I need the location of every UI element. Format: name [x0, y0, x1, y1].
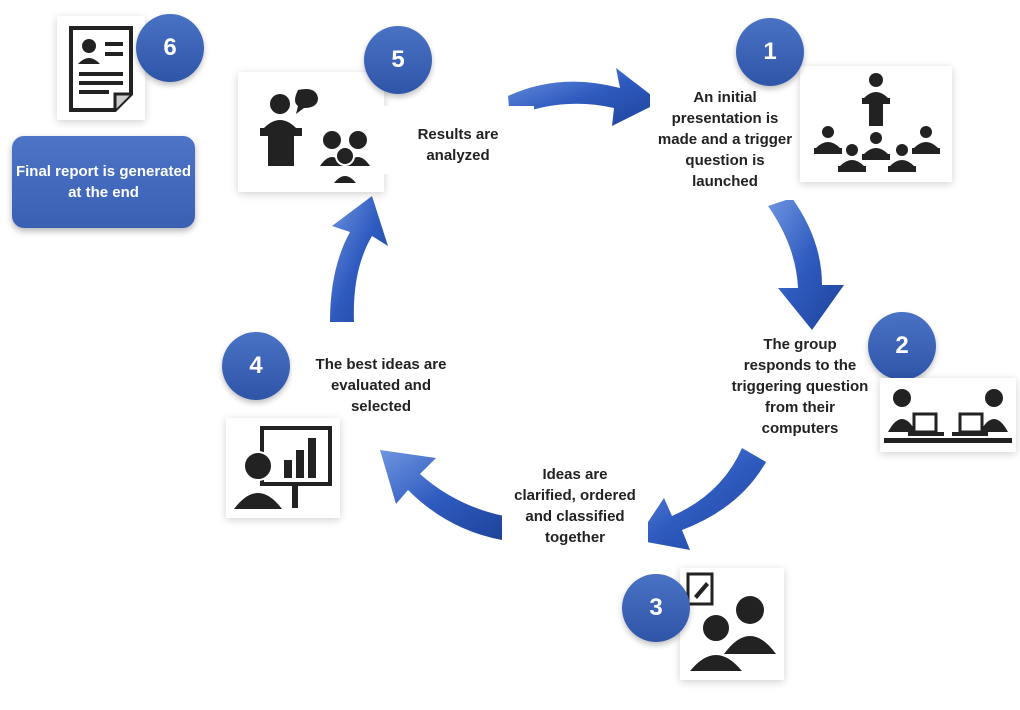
step-4-badge: 4	[222, 332, 290, 400]
step-3-label: Ideas are clarified, ordered and classif…	[514, 466, 636, 546]
step-2-text-box	[730, 330, 870, 444]
presentation-audience-icon	[806, 70, 946, 178]
step-1-text-box	[650, 84, 800, 200]
step-1-card	[800, 66, 952, 182]
step-1-badge: 1	[736, 18, 804, 86]
report-document-icon	[65, 24, 137, 114]
final-report-box: Final report is generated at the end	[12, 136, 195, 228]
step-4-label: The best ideas are evaluated and selecte…	[315, 356, 447, 415]
arrow-3-to-4	[380, 450, 504, 540]
arrow-2-to-3	[636, 448, 766, 550]
collaborating-people-icon	[684, 572, 780, 676]
step-2-card	[880, 378, 1016, 452]
step-2-badge: 2	[868, 312, 936, 380]
step-3-badge: 3	[622, 574, 690, 642]
step-4-text-box	[292, 344, 504, 420]
step-5-card	[238, 72, 384, 192]
step-3-card	[680, 568, 784, 680]
report-card	[57, 16, 145, 120]
step-6-badge: 6	[136, 14, 204, 82]
speaker-and-group-icon	[246, 82, 378, 184]
step-5-text-box	[384, 106, 534, 174]
step-5-label: Results are analyzed	[417, 126, 499, 164]
arrow-1-to-2	[768, 198, 844, 330]
step-3-text-box	[502, 460, 648, 572]
step-4-card	[226, 418, 340, 518]
step-5-badge: 5	[364, 26, 432, 94]
presenter-chart-icon	[232, 424, 334, 512]
arrow-4-to-5	[330, 196, 388, 322]
step-2-label: The group responds to the triggering que…	[731, 336, 869, 437]
arrow-5-to-1	[508, 68, 660, 126]
step-1-label: An initial presentation is made and a tr…	[657, 89, 793, 190]
people-at-laptops-icon	[884, 382, 1012, 448]
